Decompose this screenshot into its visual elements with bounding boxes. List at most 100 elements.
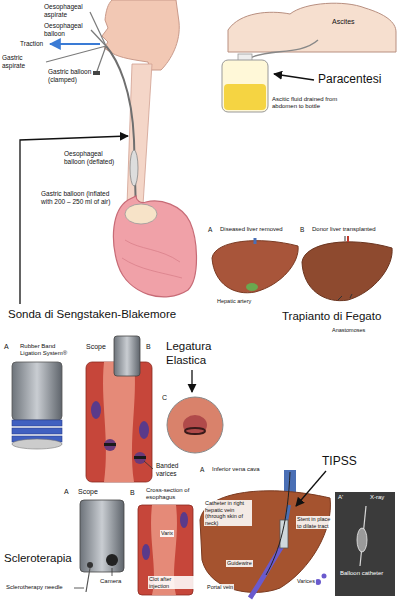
- sclerotherapy-figure: [86, 568, 90, 592]
- band-ligation-figure: [12, 439, 62, 449]
- part-label: Varix: [160, 530, 174, 537]
- paracentesis-figure: [250, 40, 318, 58]
- part-label: Ascitic fluid drained from abdomen to bo…: [272, 96, 338, 110]
- sclerotherapy-figure: [112, 568, 113, 576]
- part-label: Scope: [86, 343, 106, 351]
- sengstaken-figure: [96, 46, 106, 74]
- part-label: Scope: [78, 488, 98, 496]
- sengstaken-figure: [130, 150, 138, 186]
- sclerotherapy-figure: [80, 500, 124, 572]
- sengstaken-figure: [125, 204, 157, 224]
- sclerotherapy-figure: [138, 505, 193, 595]
- liver-transplant-figure: [212, 241, 298, 293]
- part-label: X-ray: [370, 494, 384, 501]
- band-ligation-figure: [104, 443, 116, 446]
- liver-transplant-figure: [246, 283, 258, 291]
- part-label: Guidewire: [226, 560, 253, 567]
- part-label: Inferior vena cava: [212, 466, 260, 473]
- band-ligation-figure: [134, 456, 146, 459]
- panel-letter: A: [64, 488, 69, 496]
- panel-letter: A': [338, 494, 343, 501]
- part-label: Diseased liver removed: [220, 226, 300, 233]
- paracentesis-figure: [274, 74, 314, 80]
- procedure-label: Trapianto di Fegato: [282, 310, 381, 324]
- sclerotherapy-figure: [106, 554, 118, 566]
- part-label: Rubber Band Ligation System®: [20, 343, 78, 357]
- tipss-figure: [296, 471, 326, 506]
- part-label: Donor liver transplanted: [312, 226, 394, 233]
- panel-letter: B: [130, 489, 135, 497]
- tipss-figure: [200, 470, 395, 598]
- part-label: Varices: [296, 578, 316, 585]
- band-ligation-figure: [103, 362, 135, 482]
- sengstaken-figure: [20, 136, 128, 304]
- sclerotherapy-figure: [74, 588, 84, 589]
- liver-transplant-figure: [338, 236, 352, 300]
- band-ligation-figure: [104, 439, 116, 451]
- sengstaken-figure: [106, 46, 136, 214]
- procedure-label: Legatura Elastica: [166, 340, 228, 368]
- sengstaken-figure: [102, 0, 179, 70]
- paracentesis-figure: [222, 3, 396, 112]
- sengstaken-figure: [46, 46, 106, 62]
- part-label: Cross-section of esophagus: [146, 487, 196, 501]
- panel-letter: C: [162, 394, 167, 402]
- panel-letter: A: [208, 226, 212, 234]
- paracentesis-figure: [222, 60, 268, 112]
- band-ligation-figure: [86, 362, 152, 482]
- part-label: Ascites: [332, 18, 355, 26]
- band-ligation-figure: [167, 397, 223, 453]
- band-ligation-figure: [185, 428, 205, 434]
- panel-letter: B: [300, 226, 304, 234]
- part-label: Sclerotherapy needle: [6, 584, 63, 591]
- tipss-figure: [266, 472, 290, 575]
- part-label: Stent in place to dilate tract: [296, 516, 332, 529]
- sengstaken-figure: [20, 0, 197, 304]
- sclerotherapy-figure: [142, 544, 150, 560]
- part-label: Gastric balloon (clamped): [48, 68, 96, 84]
- band-ligation-figure: [183, 415, 207, 435]
- sengstaken-figure: [122, 240, 182, 278]
- sengstaken-figure: [90, 12, 106, 46]
- sengstaken-figure: [93, 71, 100, 75]
- part-label: Balloon catheter: [340, 570, 392, 577]
- part-label: Oesophageal balloon: [44, 22, 90, 38]
- part-label: Anastomoses: [332, 327, 365, 334]
- paracentesis-figure: [224, 84, 266, 110]
- band-ligation-figure: [144, 461, 153, 469]
- part-label: Clot after injection: [148, 576, 194, 589]
- band-ligation-figure: [12, 362, 62, 420]
- part-label: Oesophageal balloon (deflated): [64, 150, 120, 166]
- band-ligation-figure: [91, 401, 101, 419]
- sclerotherapy-figure: [74, 500, 193, 595]
- band-ligation-figure: [139, 421, 149, 439]
- sengstaken-figure: [50, 43, 100, 45]
- procedure-label: Paracentesi: [318, 72, 381, 86]
- tipss-figure: [322, 574, 327, 579]
- band-ligation-figure: [191, 370, 192, 392]
- procedure-label: TIPSS: [322, 454, 357, 468]
- panel-letter: B: [146, 343, 151, 351]
- band-ligation-figure: [12, 420, 62, 426]
- part-label: Portal vein: [206, 584, 234, 591]
- procedure-label: Scleroterapia: [4, 552, 72, 566]
- liver-transplant-figure: [347, 236, 349, 242]
- sengstaken-figure: [127, 64, 152, 205]
- band-ligation-figure: [12, 428, 62, 434]
- tipss-figure: [250, 546, 282, 598]
- part-label: Catheter in right hepatic vein (through …: [204, 500, 252, 526]
- part-label: Traction: [20, 40, 43, 48]
- sengstaken-figure: [113, 196, 196, 297]
- part-label: Hepatic artery: [216, 298, 268, 305]
- procedure-label: Sonda di Sengstaken-Blakemore: [8, 308, 176, 322]
- part-label: Gastric balloon (inflated with 200 – 250…: [40, 190, 112, 206]
- tipss-figure: [357, 528, 367, 552]
- part-label: Camera: [100, 578, 121, 585]
- part-label: Gastric aspirate: [2, 54, 42, 70]
- part-label: Oesophageal aspirate: [44, 3, 90, 19]
- liver-transplant-figure: [302, 242, 392, 301]
- sclerotherapy-figure: [180, 512, 188, 528]
- tipss-figure: [335, 492, 395, 596]
- band-ligation-figure: [114, 336, 140, 376]
